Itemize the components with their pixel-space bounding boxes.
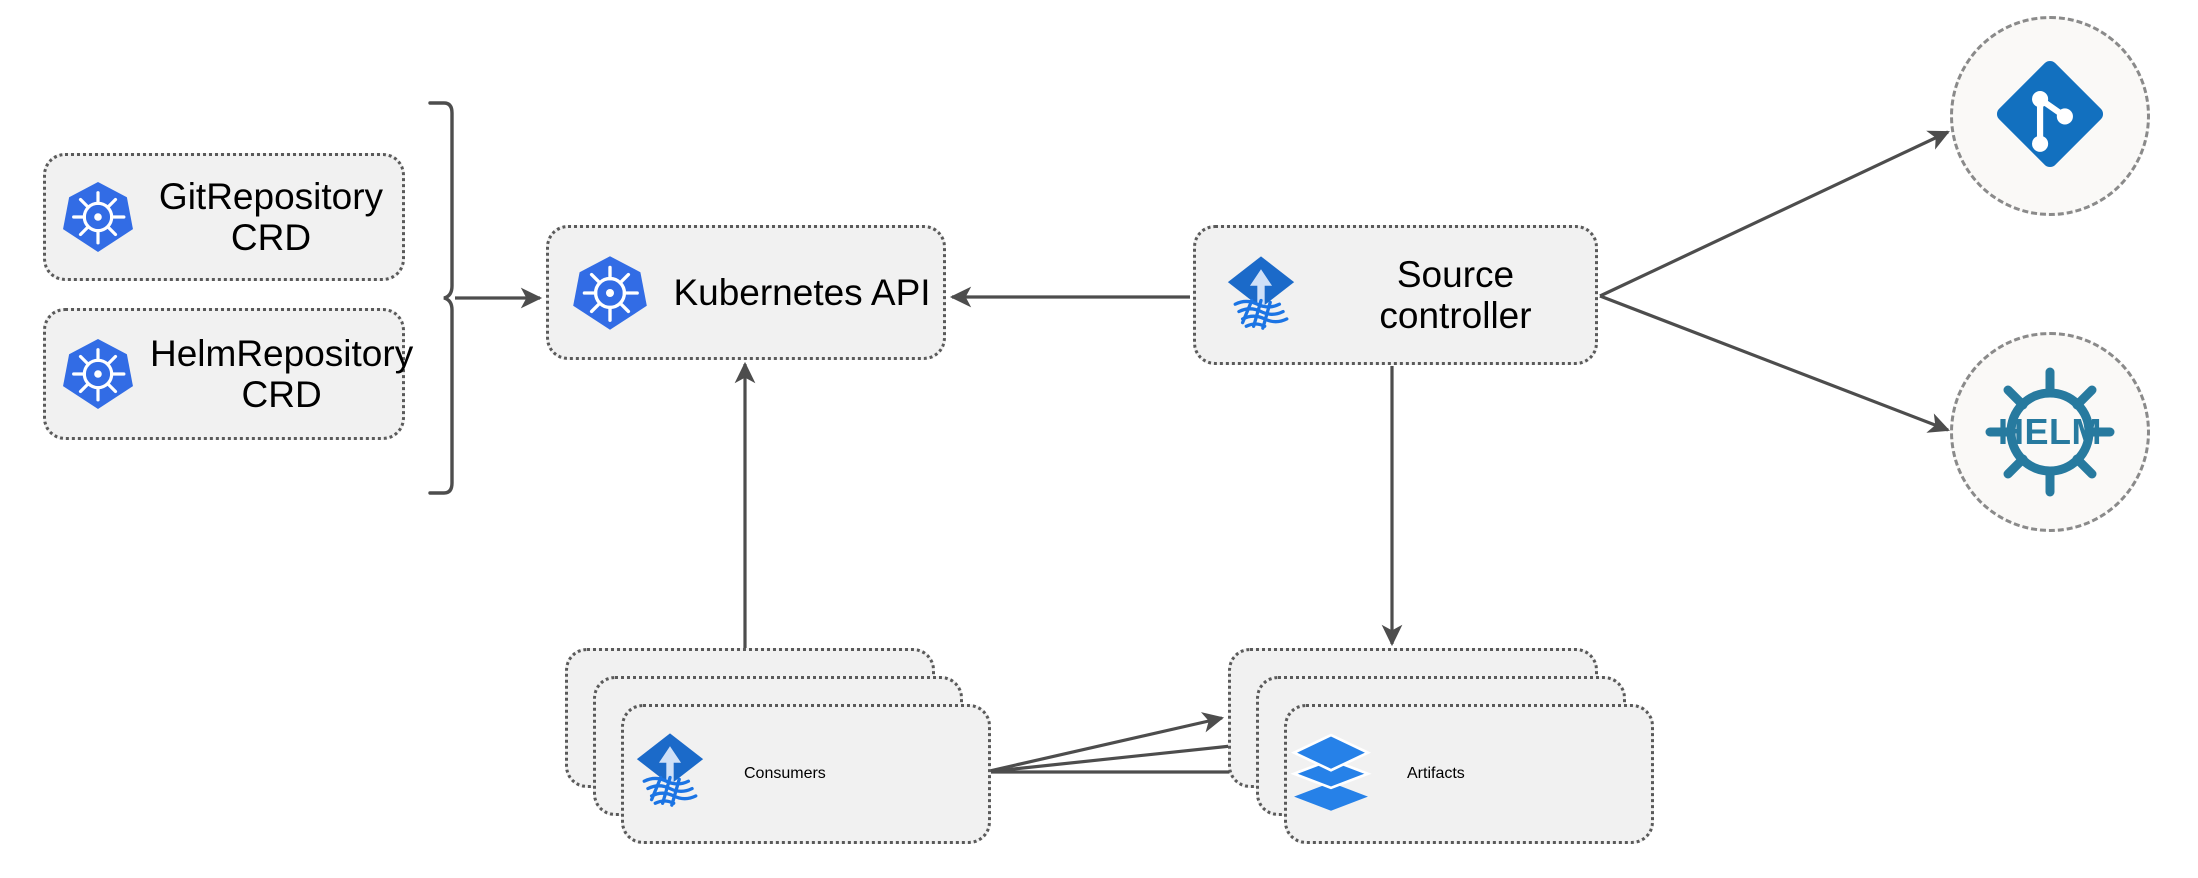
node-label: Source controller (1379, 253, 1532, 336)
node-git-provider[interactable] (1950, 16, 2150, 216)
node-helm-provider[interactable]: HELM (1950, 332, 2150, 532)
flux-icon (1196, 249, 1326, 341)
node-source-controller[interactable]: Source controller (1193, 225, 1598, 365)
kubernetes-icon (549, 253, 671, 333)
wire-consumers-to-artifacts-2 (984, 735, 1253, 774)
wire-consumers-to-artifacts-1 (984, 712, 1225, 774)
consumers-layer-front[interactable]: Consumers (621, 704, 991, 844)
wire-source-controller-to-git (1599, 130, 1950, 298)
helm-wordmark: HELM (1998, 411, 2102, 452)
crd-group-bracket (428, 101, 454, 495)
node-git-repository-crd[interactable]: GitRepository CRD (43, 153, 405, 281)
artifacts-layer-front[interactable]: Artifacts (1284, 704, 1654, 844)
flux-icon (624, 726, 744, 823)
node-label: Consumers (744, 765, 826, 782)
node-consumers[interactable]: Consumers (565, 648, 1005, 853)
node-label: Kubernetes API (673, 271, 931, 313)
node-label: HelmRepository CRD (150, 332, 414, 415)
layers-icon (1287, 728, 1407, 821)
node-label: GitRepository CRD (158, 175, 384, 258)
kubernetes-icon (46, 336, 150, 412)
kubernetes-icon (46, 179, 150, 255)
git-icon (1988, 52, 2112, 181)
node-artifacts[interactable]: Artifacts (1228, 648, 1668, 853)
node-label: Artifacts (1407, 765, 1465, 782)
node-kubernetes-api[interactable]: Kubernetes API (546, 225, 946, 360)
node-helm-repository-crd[interactable]: HelmRepository CRD (43, 308, 413, 440)
wire-source-controller-to-helm (1599, 294, 1950, 433)
helm-icon: HELM (1975, 357, 2125, 507)
